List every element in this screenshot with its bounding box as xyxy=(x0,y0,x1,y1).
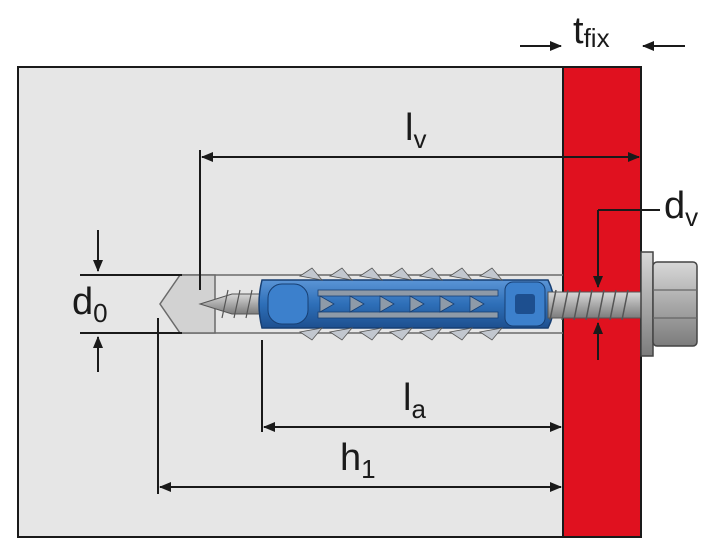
screw-shank xyxy=(547,289,645,321)
label-lv: lv xyxy=(405,107,426,154)
screw-thread-icon xyxy=(221,289,253,319)
label-h1: h1 xyxy=(340,437,376,484)
label-d0: d0 xyxy=(72,281,108,328)
label-dv: dv xyxy=(664,185,698,232)
d0-dimension xyxy=(80,230,182,372)
label-tfix: tfix xyxy=(573,10,610,53)
dv-dimension xyxy=(593,209,660,360)
anchor-sleeve xyxy=(258,267,555,341)
lv-dimension xyxy=(199,150,640,290)
washer xyxy=(640,251,654,357)
la-dimension xyxy=(261,340,562,432)
h1-dimension xyxy=(157,318,562,494)
hex-head-icon xyxy=(652,261,698,347)
label-la: la xyxy=(403,377,426,424)
drill-tip-icon xyxy=(159,274,216,334)
